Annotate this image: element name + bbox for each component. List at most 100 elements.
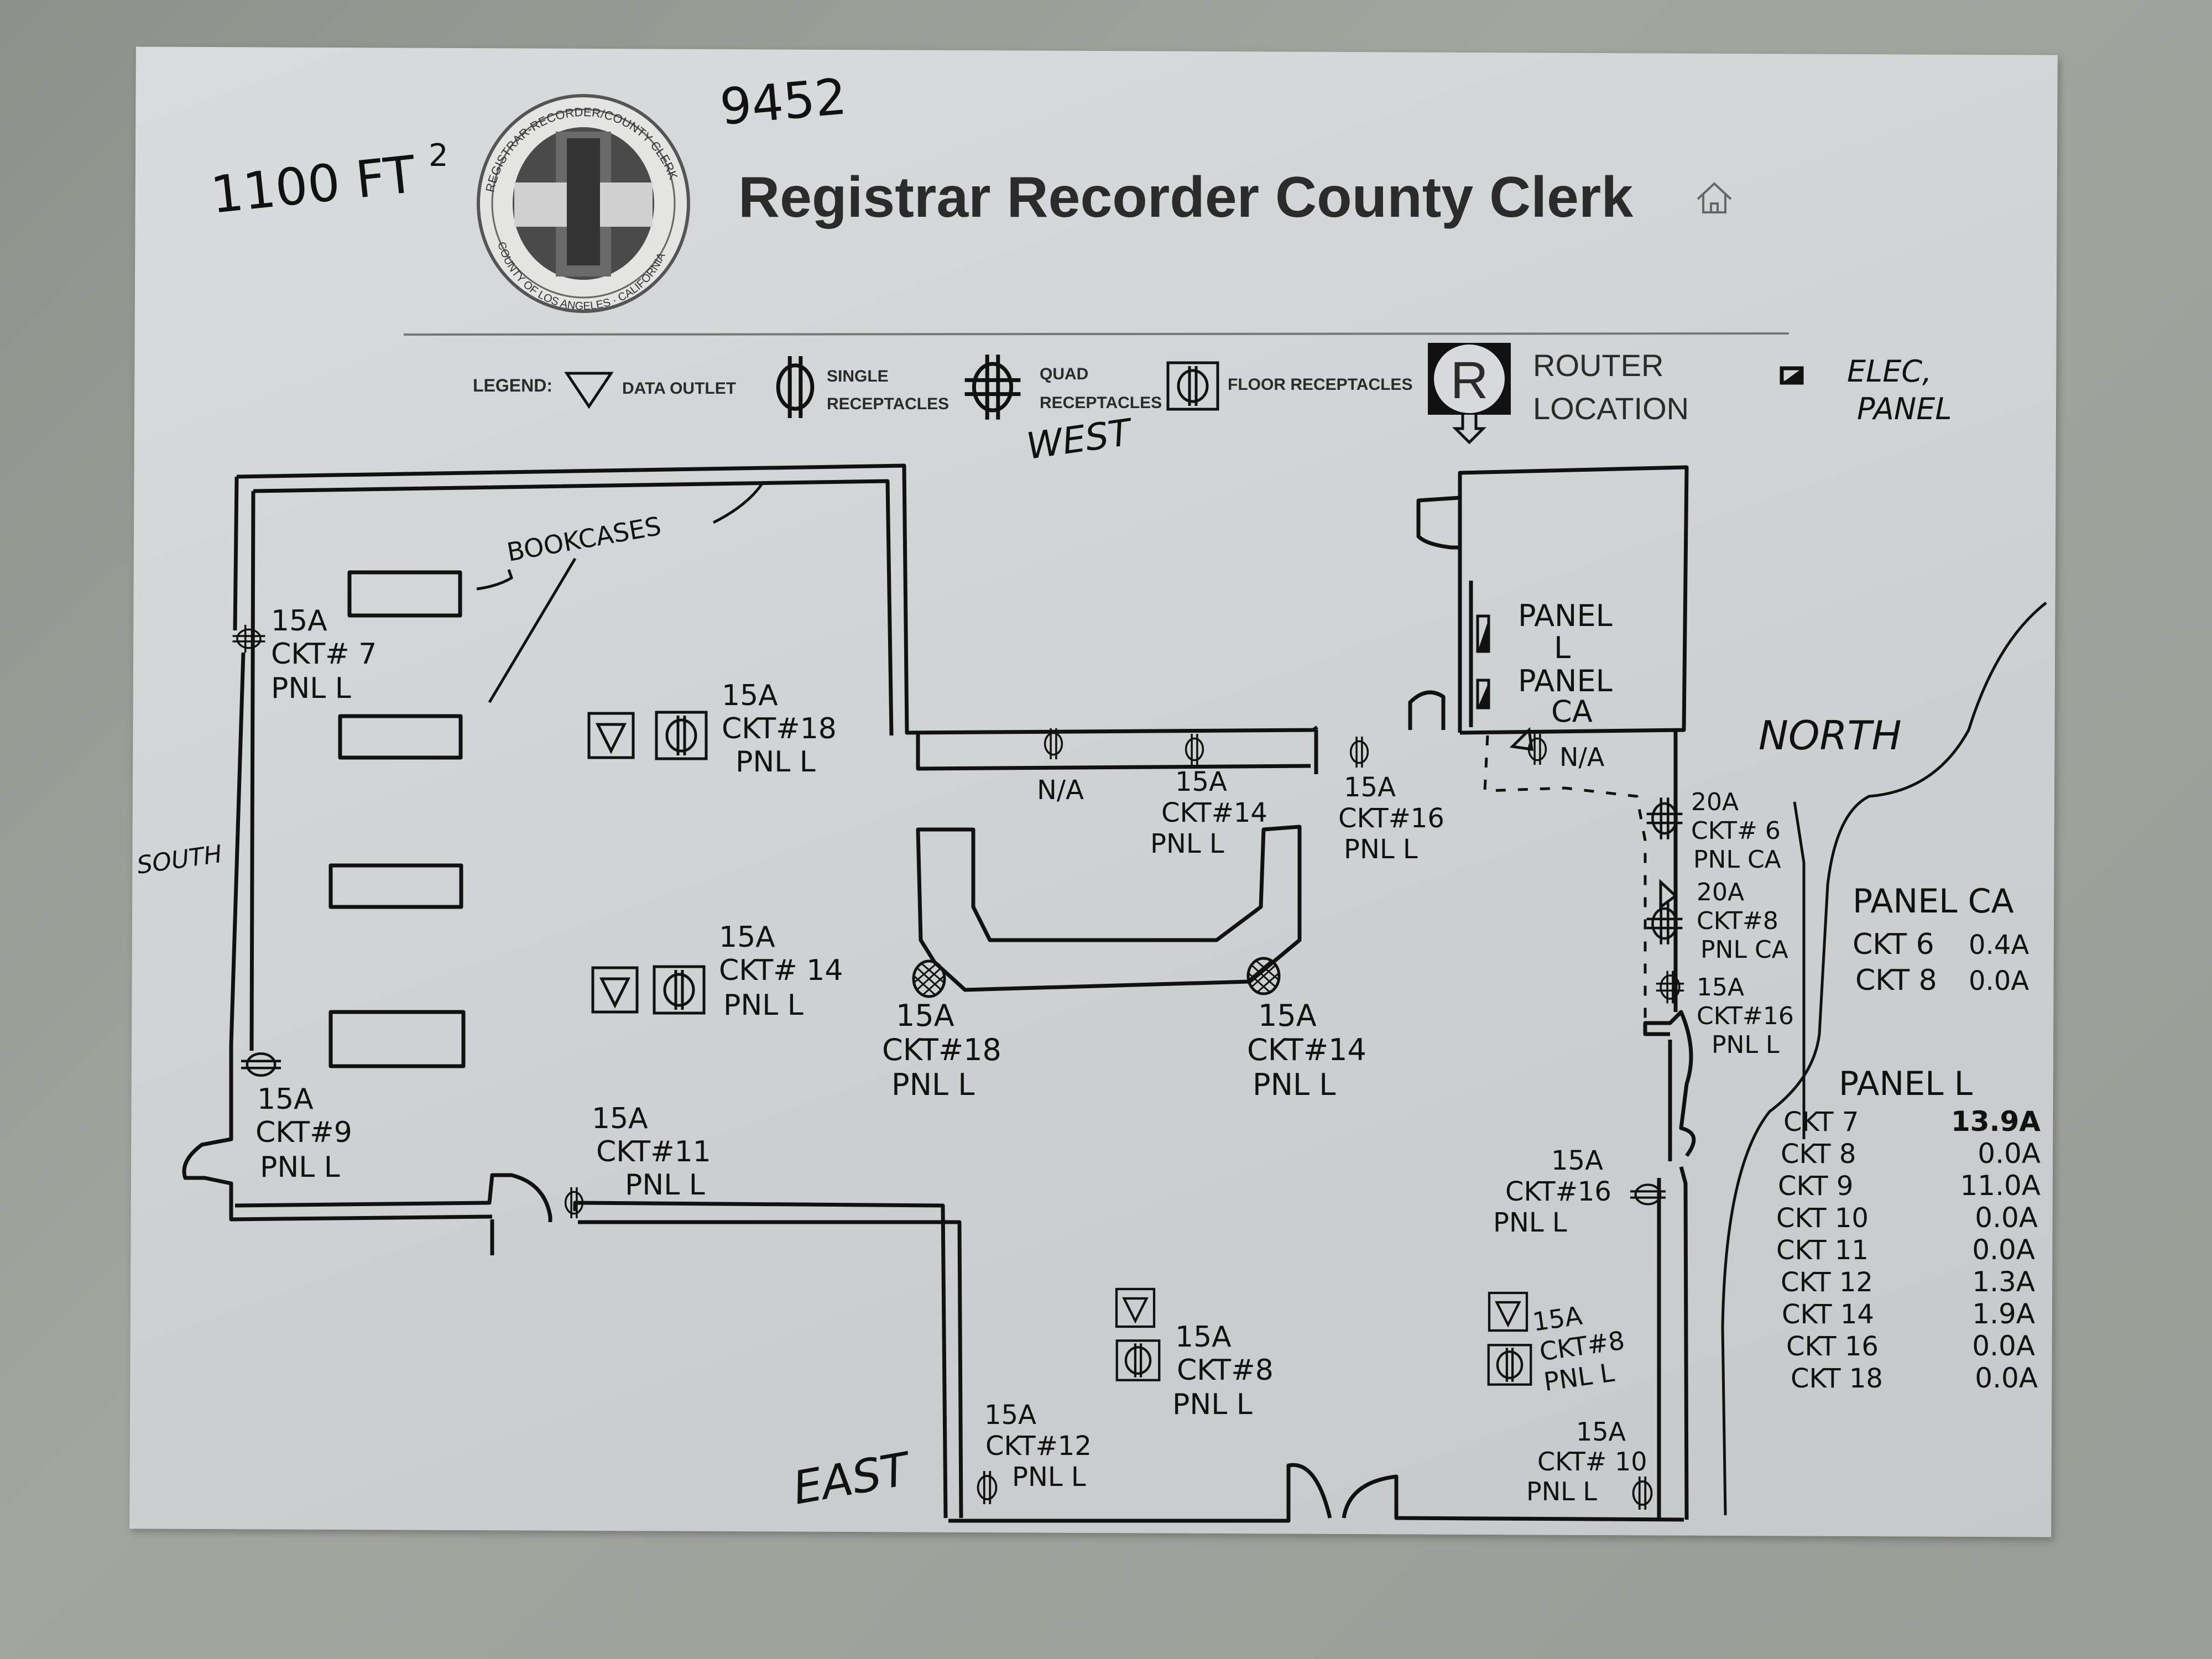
direction-west: WEST	[1024, 411, 1136, 468]
svg-text:PNL CA: PNL CA	[1700, 936, 1788, 964]
svg-text:CKT#14: CKT#14	[1247, 1032, 1366, 1067]
data-outlet-icon	[564, 372, 614, 409]
direction-north: NORTH	[1759, 712, 1902, 759]
svg-text:CKT#18: CKT#18	[722, 712, 837, 745]
floor-receptacle-icon	[654, 967, 704, 1013]
page-title: Registrar Recorder County Clerk	[738, 165, 1633, 229]
panel-l-row: CKT 18 0.0A	[1791, 1362, 2038, 1394]
outlet-label-na-west: N/A	[1037, 775, 1084, 806]
single-receptacle-icon	[241, 1053, 281, 1076]
svg-text:15A: 15A	[1531, 1301, 1584, 1337]
hatched-quad-receptacle-icon	[914, 961, 945, 997]
svg-text:15A: 15A	[257, 1083, 314, 1116]
walls	[182, 463, 2047, 1523]
svg-text:CKT#18: CKT#18	[882, 1032, 1001, 1067]
legend-single-1: SINGLE	[827, 367, 889, 385]
svg-text:CKT# 14: CKT# 14	[719, 954, 843, 987]
data-outlet-icon	[1509, 727, 1533, 751]
svg-text:15A: 15A	[1175, 766, 1227, 797]
data-outlet-icon	[1489, 1293, 1527, 1331]
floor-receptacle-icon	[656, 712, 706, 759]
panel-ca-amps: 0.4A	[1969, 930, 2029, 961]
panel-l-marker	[1476, 614, 1490, 653]
outlet-label-ckt8-ca: 20A CKT#8 PNL CA	[1697, 878, 1788, 964]
single-receptacle-icon	[977, 1470, 998, 1505]
svg-text:CKT#16: CKT#16	[1505, 1176, 1611, 1207]
svg-text:PNL L: PNL L	[1150, 828, 1224, 859]
svg-text:15A: 15A	[1344, 772, 1396, 803]
svg-text:15A: 15A	[1258, 998, 1317, 1033]
svg-text:CKT 10: CKT 10	[1776, 1203, 1869, 1234]
legend-floor: FLOOR RECEPTACLES	[1228, 375, 1412, 394]
panel-l-row: CKT 10 0.0A	[1776, 1202, 2038, 1234]
outlet-label-ckt8-floor-a: 15A CKT#8 PNL L	[1172, 1321, 1274, 1421]
direction-east: EAST	[789, 1443, 916, 1515]
panel-ca-table: PANEL CA CKT 6 0.4A CKT 8 0.0A	[1853, 882, 2029, 997]
router-icon: R	[1428, 343, 1511, 445]
room-panel-l-2: L	[1554, 630, 1571, 665]
panel-ca-title: PANEL CA	[1853, 882, 2014, 921]
floor-receptacle-icon	[1489, 1345, 1531, 1384]
data-outlet-icon	[589, 713, 633, 758]
svg-text:CKT#14: CKT#14	[1161, 797, 1267, 828]
svg-text:15A: 15A	[1551, 1145, 1603, 1176]
svg-text:PNL L: PNL L	[1012, 1462, 1086, 1493]
single-receptacle-icon	[1632, 1475, 1653, 1511]
svg-text:CKT# 7: CKT# 7	[271, 638, 377, 671]
svg-text:CKT# 6: CKT# 6	[1691, 817, 1781, 845]
outlet-label-ckt18-quad: 15A CKT#18 PNL L	[882, 998, 1001, 1102]
direction-south: SOUTH	[135, 840, 223, 880]
handwritten-area: 1100 FT 2	[208, 138, 448, 225]
legend-single-2: RECEPTACLES	[827, 395, 949, 413]
svg-text:PNL L: PNL L	[1253, 1067, 1335, 1102]
home-icon[interactable]	[1697, 182, 1732, 213]
legend-label: LEGEND:	[473, 375, 552, 395]
outlet-label-ckt14-floor: 15A CKT# 14 PNL L	[719, 921, 843, 1022]
svg-text:20A: 20A	[1691, 788, 1739, 816]
outlet-label-ckt8-floor-b: 15A CKT#8 PNL L	[1531, 1301, 1626, 1397]
outlet-label-ckt14-quad: 15A CKT#14 PNL L	[1247, 998, 1366, 1102]
svg-text:1.3A: 1.3A	[1972, 1266, 2035, 1298]
svg-text:PNL L: PNL L	[271, 672, 351, 705]
quad-receptacle-icon	[965, 354, 1021, 420]
floor-receptacle-icon	[1168, 363, 1218, 409]
svg-text:CKT#16: CKT#16	[1697, 1002, 1794, 1030]
svg-text:15A: 15A	[719, 921, 775, 954]
legend: LEGEND: DATA OUTLET SINGLE RECEPTACLES Q…	[473, 343, 1952, 445]
svg-text:0.0A: 0.0A	[1975, 1362, 2038, 1394]
outlet-label-ckt16-west: 15A CKT#16 PNL L	[1338, 772, 1444, 865]
legend-elec-1: ELEC,	[1847, 354, 1932, 389]
svg-text:CKT 18: CKT 18	[1791, 1363, 1883, 1394]
svg-text:20A: 20A	[1697, 878, 1744, 906]
outlet-label-ckt10: 15A CKT# 10 PNL L	[1526, 1417, 1647, 1506]
outlet-label-ckt11: 15A CKT#11 PNL L	[592, 1102, 711, 1202]
legend-router-1: ROUTER	[1533, 348, 1663, 383]
header-divider	[403, 332, 1790, 336]
svg-text:0.0A: 0.0A	[1975, 1202, 2038, 1234]
svg-text:PNL L: PNL L	[1712, 1031, 1780, 1059]
svg-text:CKT#9: CKT#9	[255, 1116, 352, 1149]
legend-router-2: LOCATION	[1533, 391, 1689, 426]
svg-text:CKT 12: CKT 12	[1781, 1267, 1873, 1298]
hatched-quad-receptacle-icon	[1248, 958, 1279, 994]
svg-text:PNL L: PNL L	[1526, 1477, 1597, 1506]
svg-text:PNL L: PNL L	[1172, 1388, 1253, 1421]
data-outlet-icon	[1117, 1289, 1154, 1327]
svg-text:CKT#16: CKT#16	[1338, 803, 1444, 834]
svg-text:0.0A: 0.0A	[1972, 1330, 2035, 1362]
panel-l-row: CKT 12 1.3A	[1781, 1266, 2035, 1298]
floor-receptacle-icon	[1117, 1340, 1160, 1380]
legend-elec-2: PANEL	[1857, 392, 1952, 426]
svg-text:15A: 15A	[271, 604, 327, 638]
legend-quad-1: QUAD	[1040, 365, 1088, 383]
svg-text:CKT#11: CKT#11	[596, 1135, 711, 1168]
single-receptacle-icon	[1349, 735, 1369, 769]
outlet-label-ckt18-floor: 15A CKT#18 PNL L	[722, 679, 837, 779]
svg-text:CKT 7: CKT 7	[1783, 1107, 1859, 1138]
outlet-label-ckt9: 15A CKT#9 PNL L	[255, 1083, 352, 1184]
